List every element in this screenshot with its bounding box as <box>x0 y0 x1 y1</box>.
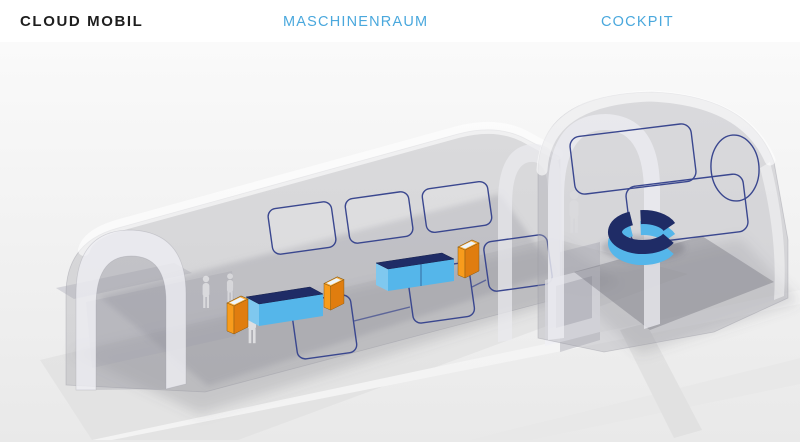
kiosk-screen <box>460 241 476 249</box>
bench-2 <box>375 252 455 291</box>
floor-path-crossbar <box>470 358 800 440</box>
nav-item-maschinenraum[interactable]: MASCHINENRAUM <box>283 14 429 30</box>
app-logo: CLOUD MOBIL <box>20 13 144 30</box>
info-kiosk-2 <box>323 276 345 311</box>
passenger-silhouette <box>226 273 234 303</box>
bench-end-face <box>246 297 259 326</box>
roof-highlight <box>78 121 563 256</box>
scene-container <box>0 42 800 442</box>
cockpit-window-outline <box>569 123 697 195</box>
seat-side-small <box>640 221 676 243</box>
kiosk-side <box>464 242 480 279</box>
header-bar: CLOUD MOBIL MASCHINENRAUM COCKPIT <box>0 0 800 42</box>
bench-end-face <box>376 263 388 291</box>
kiosk-front <box>323 283 331 311</box>
nav-item-cockpit[interactable]: COCKPIT <box>601 14 674 30</box>
machine-room-car <box>65 121 563 393</box>
rear-cap-highlight <box>760 162 785 300</box>
window-outline <box>344 191 414 244</box>
end-arch-left <box>75 229 187 391</box>
end-arch-left-tunnel <box>96 256 166 390</box>
kiosk-front <box>226 302 235 335</box>
front-arch <box>548 114 660 340</box>
outline-connector <box>353 306 411 322</box>
kiosk-front <box>457 246 466 279</box>
seat-top-large <box>608 211 674 254</box>
kiosk-screen <box>326 278 341 286</box>
passenger-silhouette <box>569 190 579 233</box>
scene-canvas[interactable] <box>0 42 800 442</box>
seat-top-small <box>640 210 676 232</box>
outline-connector <box>471 279 487 288</box>
porthole-outline <box>710 134 760 202</box>
window-outline <box>421 180 493 234</box>
circular-seat <box>601 210 685 265</box>
bench-1 <box>245 286 324 326</box>
bench-top-face <box>375 252 455 270</box>
roof-highlight <box>536 90 776 176</box>
kiosk-screen <box>229 297 245 305</box>
kiosk-side <box>330 279 345 311</box>
info-kiosk-3 <box>457 239 480 279</box>
passenger-silhouette <box>202 275 210 308</box>
kiosk-side <box>233 298 249 335</box>
bench-front-face <box>259 294 323 326</box>
bench-top-face <box>245 286 324 305</box>
machine-room-windows <box>267 180 493 255</box>
window-outline <box>267 201 337 255</box>
info-kiosk-1 <box>226 295 249 335</box>
shadow-cockpit <box>560 238 800 354</box>
coupling-pit-inner <box>556 276 592 328</box>
